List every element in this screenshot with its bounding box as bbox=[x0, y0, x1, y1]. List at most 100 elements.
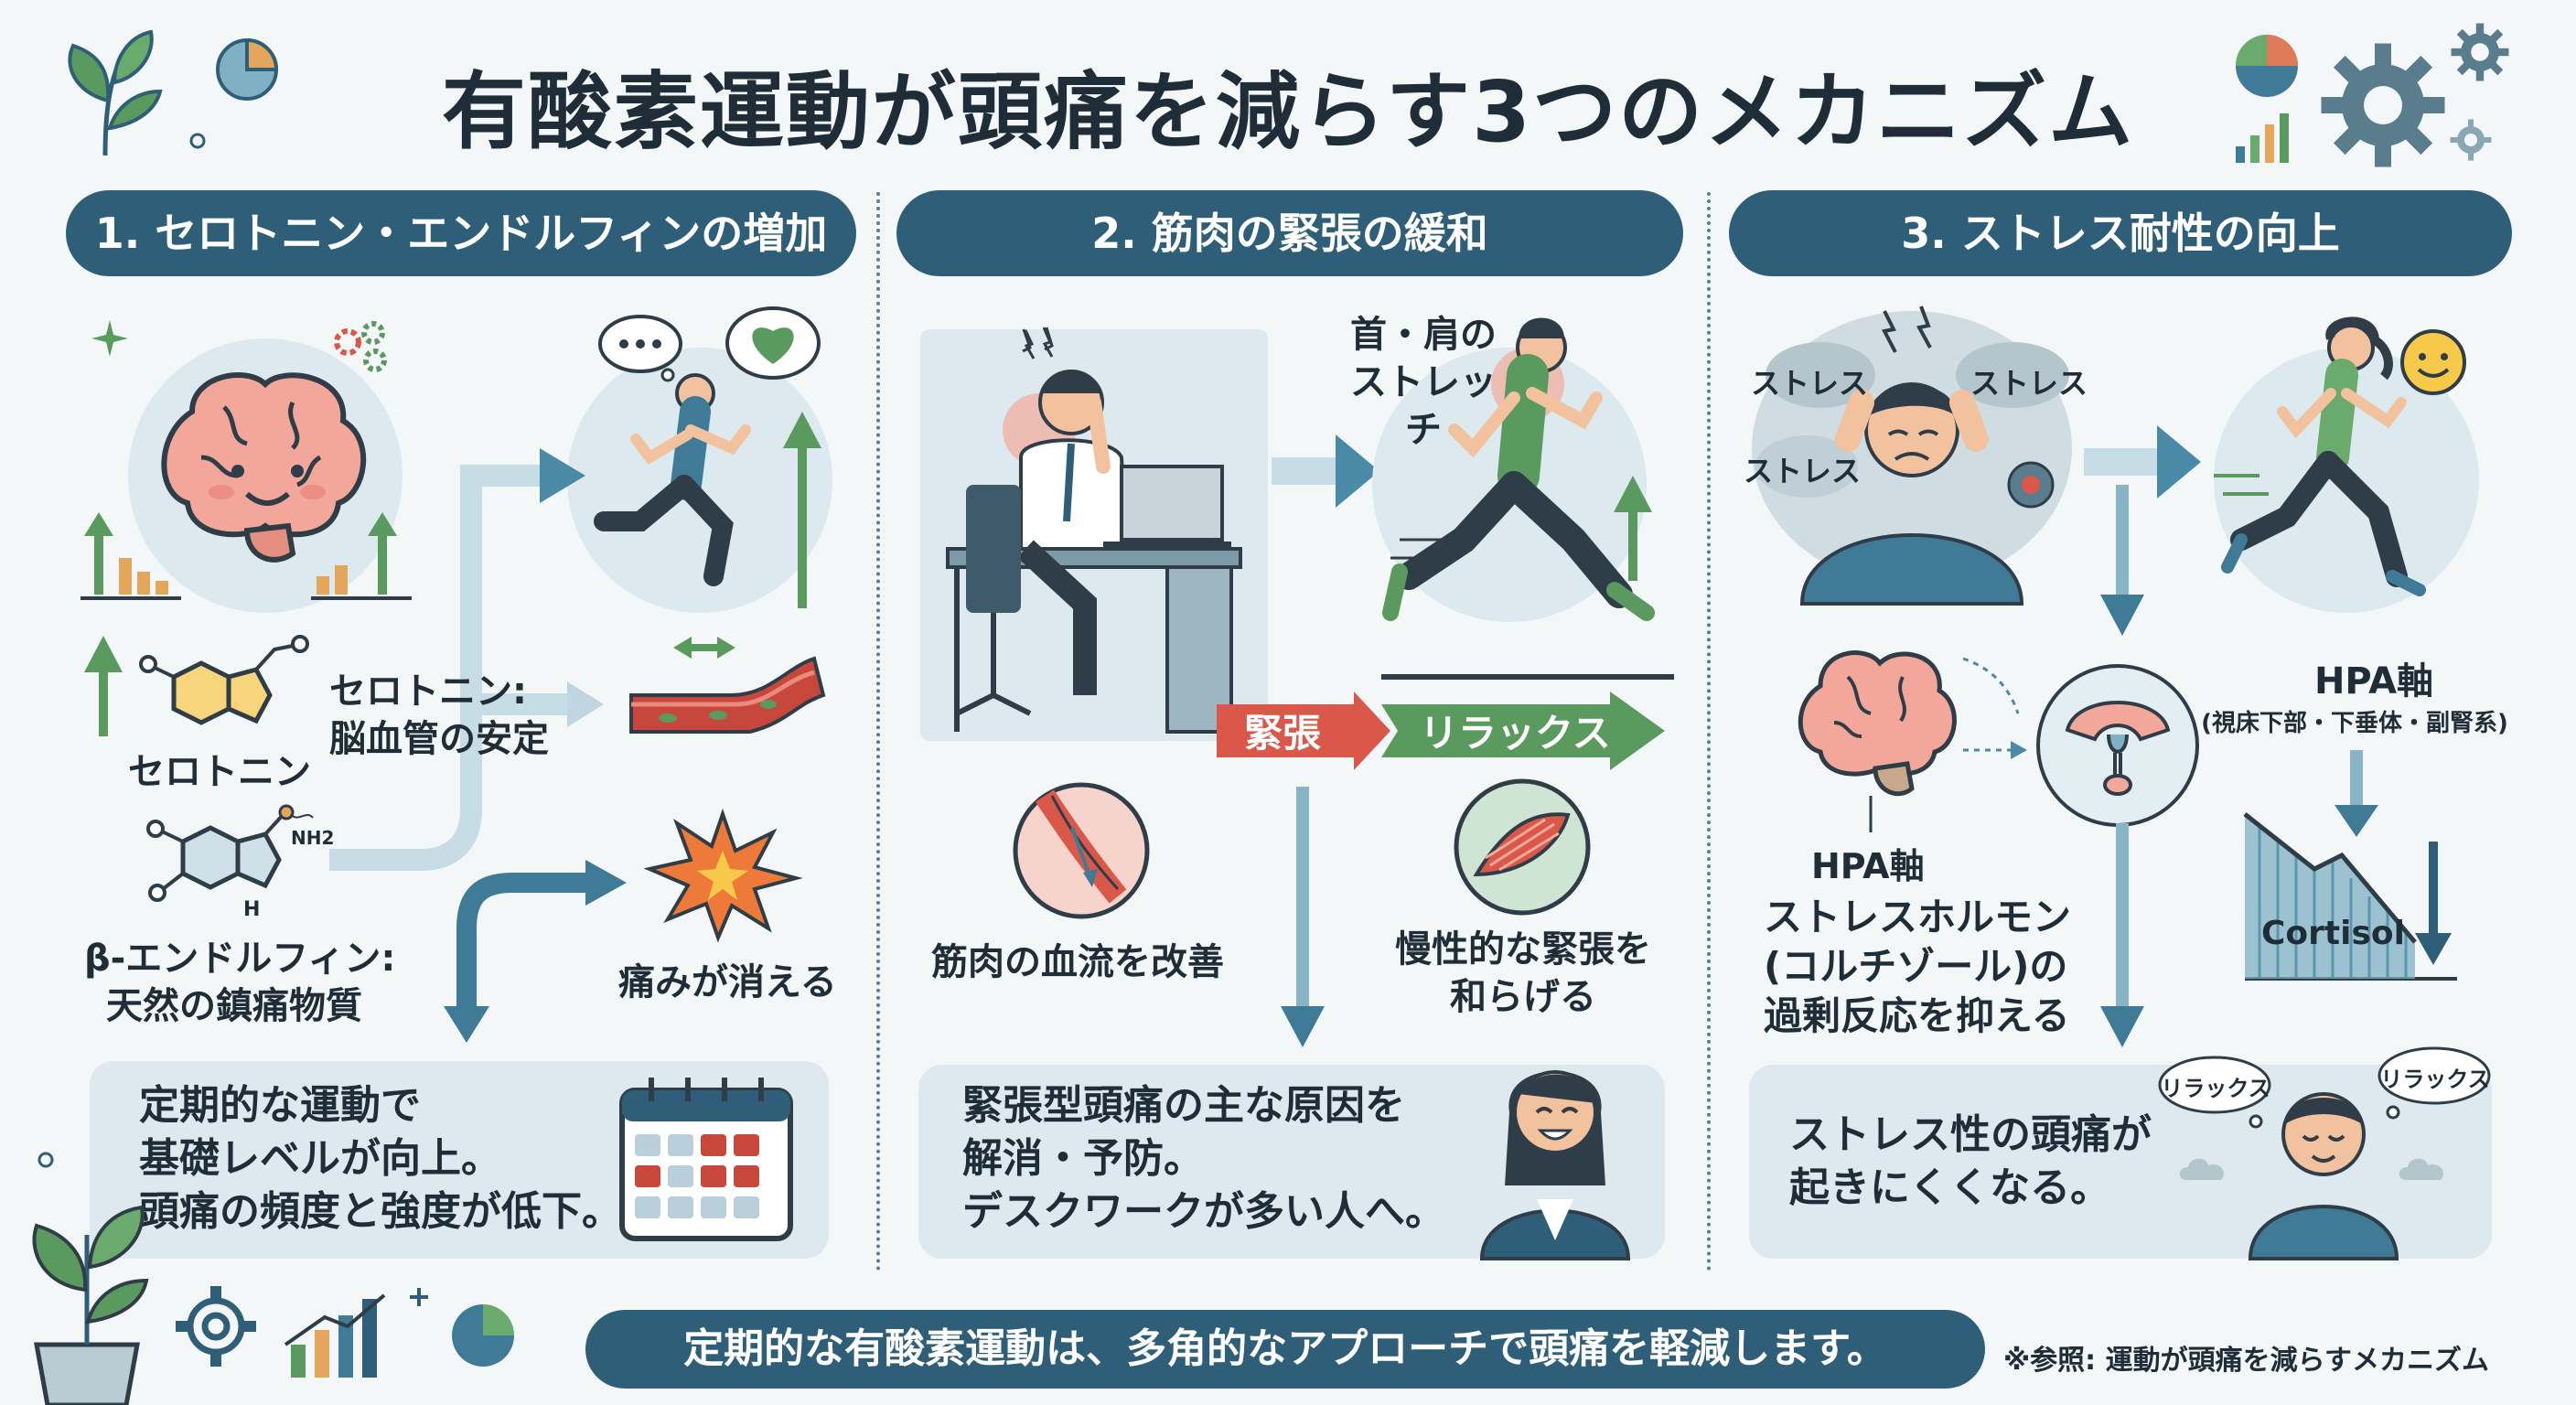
summary-line: 解消・予防。 bbox=[962, 1135, 1204, 1182]
stretch-line1: 首・肩の bbox=[1350, 314, 1497, 356]
cloud-icon bbox=[2399, 1158, 2443, 1180]
plant-icon bbox=[68, 29, 163, 156]
heart-icon bbox=[725, 306, 821, 380]
right-arrow-icon bbox=[2084, 425, 2201, 499]
serotonin-label: セロトニン bbox=[128, 751, 311, 793]
gear-icon bbox=[2321, 43, 2445, 167]
burst-icon bbox=[643, 808, 803, 943]
gear-icon bbox=[334, 321, 387, 372]
relax-bubble-2: リラックス bbox=[2380, 1067, 2490, 1092]
stress-label-3: ストレス bbox=[1744, 454, 1862, 488]
chronic-line1: 慢性的な緊張を bbox=[1395, 928, 1651, 971]
reference-note: ※参照: 運動が頭痛を減らすメカニズム bbox=[2003, 1345, 2490, 1377]
hpa-title: HPA軸 bbox=[2313, 660, 2434, 702]
blood-vessel-icon bbox=[1013, 782, 1150, 919]
section-3-header: 3. ストレス耐性の向上 bbox=[1729, 190, 2512, 276]
pain-gone-label: 痛みが消える bbox=[618, 961, 837, 1003]
endorphin-label: β-エンドルフィン: 天然の鎮痛物質 bbox=[84, 935, 395, 1030]
section-2-header: 2. 筋肉の緊張の緩和 bbox=[896, 190, 1683, 276]
stress-label-1: ストレス bbox=[1751, 366, 1869, 401]
serotonin-effect-label: セロトニン: 脳血管の安定 bbox=[329, 668, 567, 763]
summary-line: 定期的な運動で bbox=[139, 1082, 421, 1129]
section-1-header: 1. セロトニン・エンドルフィンの増加 bbox=[66, 190, 856, 276]
hpa-connector bbox=[1869, 796, 1873, 832]
cortisol-chart-icon bbox=[2243, 812, 2457, 981]
runner-icon bbox=[594, 373, 751, 586]
section-divider bbox=[1707, 192, 1711, 1271]
right-arrow-icon bbox=[1272, 434, 1379, 508]
up-arrow-icon bbox=[84, 636, 123, 736]
bar-chart-icon bbox=[311, 512, 412, 600]
stretch-label: 首・肩の ストレッチ bbox=[1341, 311, 1506, 454]
section-2-summary-text: 緊張型頭痛の主な原因を 解消・予防。 デスクワークが多い人へ。 bbox=[962, 1079, 1445, 1239]
lightning-icon bbox=[1024, 327, 1054, 359]
smiling-woman-icon bbox=[1479, 1070, 1631, 1260]
brain-icon bbox=[1798, 650, 1957, 797]
flow-arrows bbox=[329, 448, 627, 1043]
blood-vessel-icon bbox=[629, 637, 826, 734]
blood-flow-label: 筋肉の血流を改善 bbox=[931, 941, 1224, 983]
hpa-subtitle: (視床下部・下垂体・副腎系) bbox=[2201, 710, 2508, 737]
smiley-icon bbox=[2400, 329, 2466, 395]
hpa-left-label: HPA軸 bbox=[1811, 846, 1925, 886]
pie-chart-icon bbox=[2236, 35, 2298, 97]
plant-icon bbox=[32, 1205, 149, 1405]
molecule-icon bbox=[146, 804, 314, 902]
office-worker-icon bbox=[920, 327, 1268, 741]
hypothalamus-icon bbox=[2065, 701, 2171, 796]
section-divider bbox=[876, 192, 880, 1271]
stretch-line2: ストレッチ bbox=[1350, 361, 1497, 451]
serotonin-effect-line2: 脳血管の安定 bbox=[329, 718, 549, 760]
down-arrow-icon bbox=[1281, 787, 1325, 1047]
down-arrow-icon bbox=[2334, 750, 2378, 837]
molecule-icon bbox=[139, 635, 309, 725]
summary-line: 起きにくくなる。 bbox=[1789, 1164, 2111, 1211]
summary-banner: 定期的な有酸素運動は、多角的なアプローチで頭痛を軽減します。 bbox=[585, 1310, 1985, 1389]
hormone-line3: 過剰反応を抑える bbox=[1764, 993, 2070, 1038]
muscle-icon bbox=[1454, 778, 1591, 916]
brain-icon bbox=[161, 372, 367, 563]
calendar-icon bbox=[619, 1078, 793, 1241]
relax-label: リラックス bbox=[1420, 711, 1611, 756]
calm-man-icon bbox=[2248, 1092, 2399, 1260]
stress-label-2: ストレス bbox=[1970, 366, 2088, 401]
thought-bubble-icon bbox=[2158, 1056, 2271, 1129]
summary-line: デスクワークが多い人へ。 bbox=[962, 1188, 1445, 1235]
down-arrow-icon bbox=[2100, 823, 2144, 1047]
up-arrow-icon bbox=[783, 412, 821, 608]
pie-chart-icon bbox=[452, 1304, 514, 1367]
chronic-label: 慢性的な緊張を 和らげる bbox=[1372, 926, 1674, 1021]
gear-icon bbox=[176, 1286, 256, 1367]
gear-icon bbox=[2451, 23, 2509, 81]
summary-line: 頭痛の頻度と強度が低下。 bbox=[139, 1188, 622, 1235]
page-title: 有酸素運動が頭痛を減らす3つのメカニズム bbox=[441, 63, 2135, 161]
tension-label: 緊張 bbox=[1244, 711, 1322, 756]
tension-relax-arrow bbox=[1217, 692, 1665, 770]
down-arrow-icon bbox=[2100, 485, 2144, 636]
runner-icon bbox=[1381, 317, 1674, 680]
section-1-summary-text: 定期的な運動で 基礎レベルが向上。 頭痛の頻度と強度が低下。 bbox=[139, 1079, 622, 1239]
section-3-summary-text: ストレス性の頭痛が 起きにくくなる。 bbox=[1789, 1109, 2152, 1215]
cortisol-label: Cortisol bbox=[2261, 915, 2405, 952]
cloud-icon bbox=[2179, 1158, 2224, 1180]
endorphin-line1: β-エンドルフィン: bbox=[84, 938, 396, 980]
thought-bubble-icon bbox=[2377, 1046, 2491, 1120]
arrow-dots bbox=[1962, 657, 2027, 759]
chronic-line2: 和らげる bbox=[1450, 976, 1596, 1018]
circle-dot-icon bbox=[38, 1152, 54, 1168]
gear-icon bbox=[2450, 119, 2492, 161]
hormone-label: ストレスホルモン (コルチゾール)の 過剰反応を抑える bbox=[1764, 893, 2071, 1041]
stressed-man-icon bbox=[1752, 306, 2072, 606]
summary-line: 基礎レベルが向上。 bbox=[139, 1135, 501, 1182]
bar-chart-icon bbox=[2236, 113, 2289, 163]
hormone-line1: ストレスホルモン bbox=[1764, 895, 2072, 939]
circle-dot-icon bbox=[189, 133, 206, 149]
summary-line: ストレス性の頭痛が bbox=[1789, 1111, 2152, 1158]
endorphin-line2: 天然の鎮痛物質 bbox=[106, 985, 362, 1027]
summary-line: 緊張型頭痛の主な原因を bbox=[962, 1082, 1405, 1129]
plus-icon bbox=[410, 1288, 428, 1306]
bar-chart-icon bbox=[80, 512, 181, 600]
pie-chart-icon bbox=[216, 38, 279, 101]
serotonin-effect-line1: セロトニン: bbox=[329, 670, 527, 713]
molecule-h-label: H bbox=[243, 898, 261, 921]
